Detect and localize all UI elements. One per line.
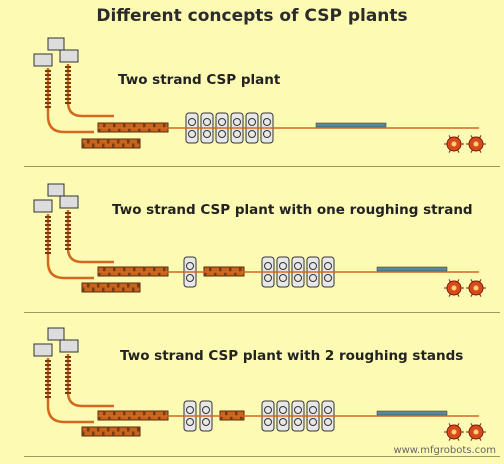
cooling-section	[315, 122, 387, 128]
tunnel-furnace-lower	[81, 426, 141, 437]
continuous-caster	[33, 37, 114, 134]
panel-label: Two strand CSP plant with one roughing s…	[112, 202, 473, 218]
cooling-section	[376, 266, 448, 272]
coiler	[466, 279, 486, 297]
coiler	[444, 135, 464, 153]
cooling-section	[376, 410, 448, 416]
continuous-caster	[33, 327, 114, 424]
coiler	[466, 135, 486, 153]
coiler	[444, 423, 464, 441]
panel-label: Two strand CSP plant with 2 roughing sta…	[120, 348, 464, 364]
process-line-diagram	[33, 183, 486, 297]
coiler	[444, 279, 464, 297]
panel-two-roughing-stands: Two strand CSP plant with 2 roughing sta…	[24, 318, 500, 457]
figure-title: Different concepts of CSP plants	[96, 6, 408, 26]
process-line-diagram	[33, 37, 486, 153]
continuous-caster	[33, 183, 114, 280]
panel-label: Two strand CSP plant	[118, 72, 281, 88]
process-line-diagram	[33, 327, 486, 441]
coiler	[466, 423, 486, 441]
panel-two-strand: Two strand CSP plant	[24, 28, 500, 167]
watermark: www.mfgrobots.com	[393, 445, 496, 456]
tunnel-furnace-lower	[81, 282, 141, 293]
tunnel-furnace-lower	[81, 138, 141, 149]
panel-one-roughing-strand: Two strand CSP plant with one roughing s…	[24, 174, 500, 313]
